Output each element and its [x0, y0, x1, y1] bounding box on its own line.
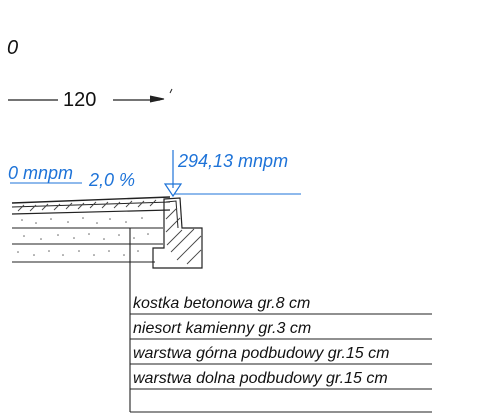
curb-hatch — [165, 207, 202, 265]
slope-label: 2,0 % — [89, 170, 136, 190]
elevation-arrow-icon — [163, 183, 183, 198]
layer-label-2: niesort kamienny gr.3 cm — [133, 320, 312, 337]
surface-line — [11, 196, 171, 204]
layer-label-4: warstwa dolna podbudowy gr.15 cm — [133, 370, 388, 387]
layer-label-1: kostka betonowa gr.8 cm — [133, 295, 311, 312]
curb-outline — [152, 197, 203, 269]
dimension-label: 120 — [63, 89, 97, 111]
surface-hatch — [17, 199, 157, 212]
dimension-arrow — [149, 95, 165, 103]
aggregate-dots — [17, 217, 149, 256]
left-elevation-label: 0 mnpm — [8, 163, 74, 183]
right-elevation-label: 294,13 mnpm — [178, 151, 289, 171]
layer-label-3: warstwa górna podbudowy gr.15 cm — [133, 345, 390, 362]
layer-line-2 — [11, 209, 171, 215]
curb-inner-line — [165, 200, 179, 229]
dimension-tick — [169, 88, 173, 94]
layer-line-1 — [11, 201, 171, 208]
top-left-mark: 0 — [7, 37, 19, 59]
